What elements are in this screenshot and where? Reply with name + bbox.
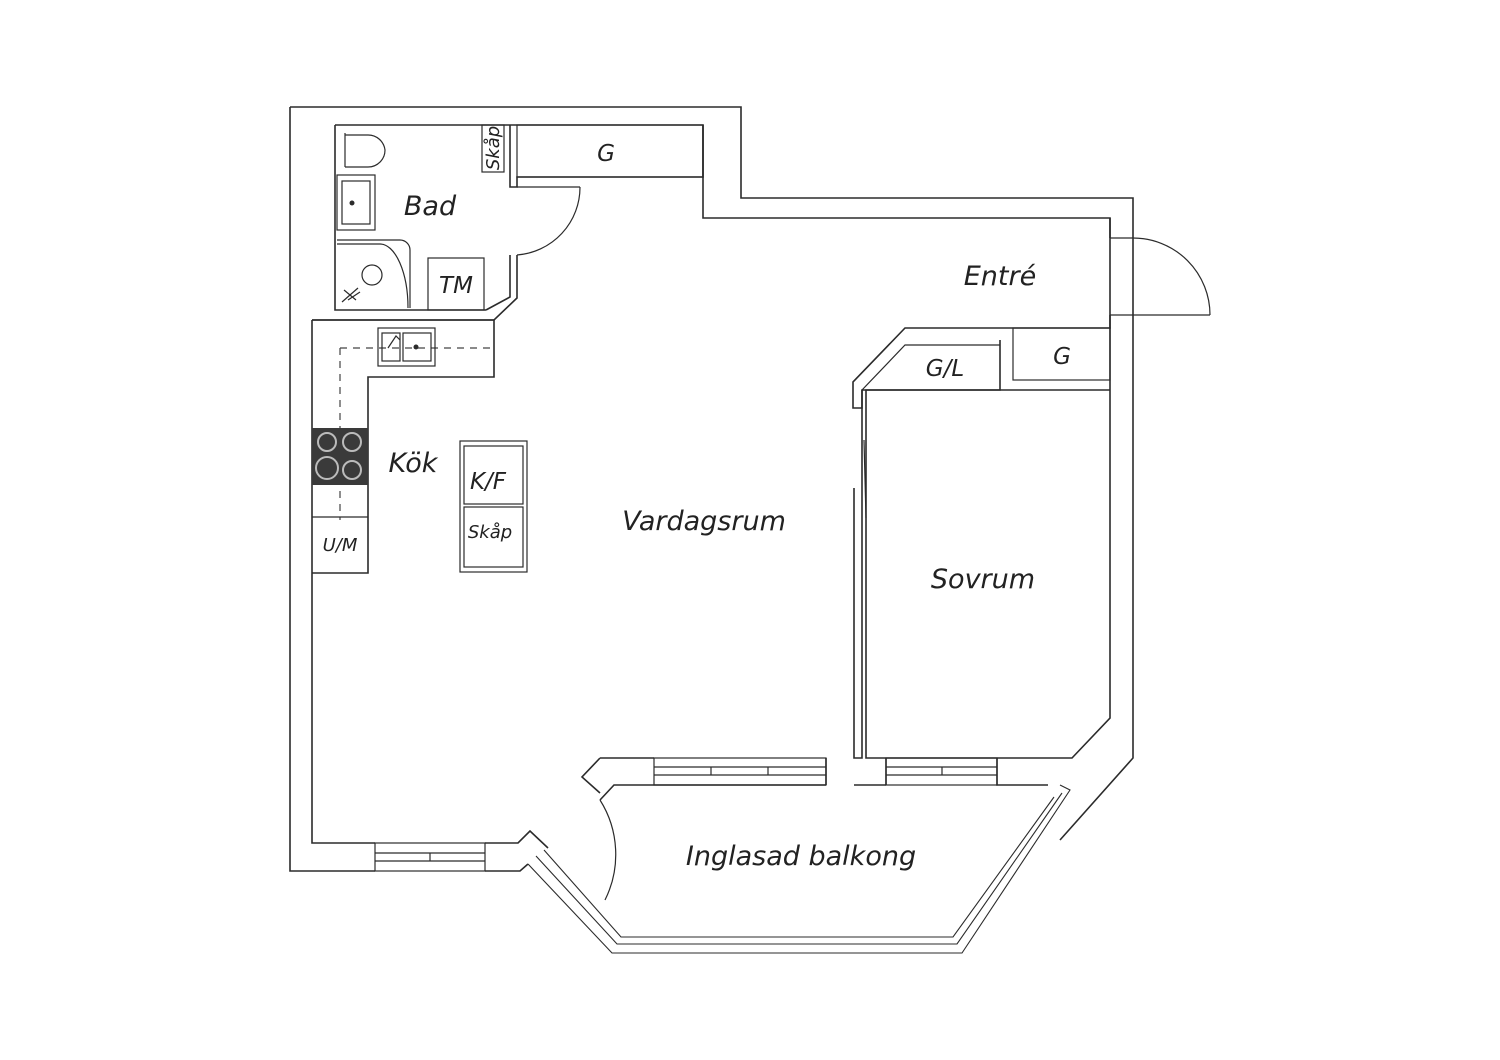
room-label-kok: Kök xyxy=(389,448,439,479)
label-skap-kok: Skåp xyxy=(468,522,512,543)
room-label-bad: Bad xyxy=(404,191,457,222)
label-tm: TM xyxy=(439,273,473,299)
bathroom-walls xyxy=(312,124,704,321)
room-label-balkong: Inglasad balkong xyxy=(686,841,916,872)
label-g-entre: G xyxy=(1053,344,1071,370)
room-label-entre: Entré xyxy=(964,261,1036,292)
label-kf: K/F xyxy=(470,469,507,495)
label-gl: G/L xyxy=(926,356,964,382)
partition xyxy=(853,390,867,759)
label-g-top: G xyxy=(597,141,615,167)
room-label-vardagsrum: Vardagsrum xyxy=(622,506,786,537)
windows xyxy=(374,757,998,872)
label-skap-bad: Skåp xyxy=(483,126,504,170)
entrance-closets xyxy=(852,237,1211,409)
kitchen xyxy=(312,319,528,574)
label-um: U/M xyxy=(323,535,358,556)
room-label-sovrum: Sovrum xyxy=(931,564,1035,595)
